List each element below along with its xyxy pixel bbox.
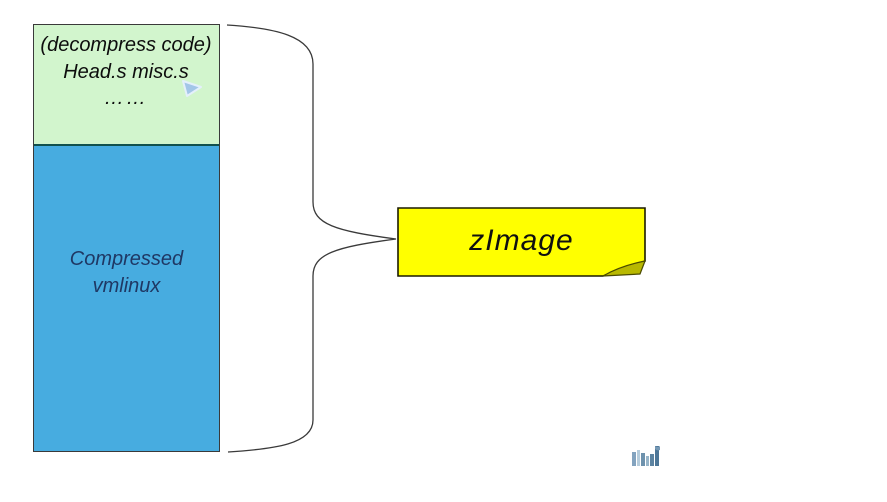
zimage-note-fold [602,260,646,277]
brace-connector [226,24,397,453]
vmlinux-label: vmlinux [92,275,161,297]
memory-stack: (decompress code) Head.s misc.s …… Compr… [33,24,220,452]
head-misc-label: Head.s misc.s [63,61,189,83]
ellipsis-label: …… [104,87,148,109]
bar-chart-watermark-icon [632,446,660,466]
decompress-code-label: (decompress code) [40,34,212,56]
zimage-label: zImage [469,224,574,257]
compressed-vmlinux-section: Compressed vmlinux [34,146,219,451]
compressed-label: Compressed [69,248,184,270]
decompress-code-section: (decompress code) Head.s misc.s …… [34,25,219,146]
arrow-cursor-icon [182,80,202,97]
